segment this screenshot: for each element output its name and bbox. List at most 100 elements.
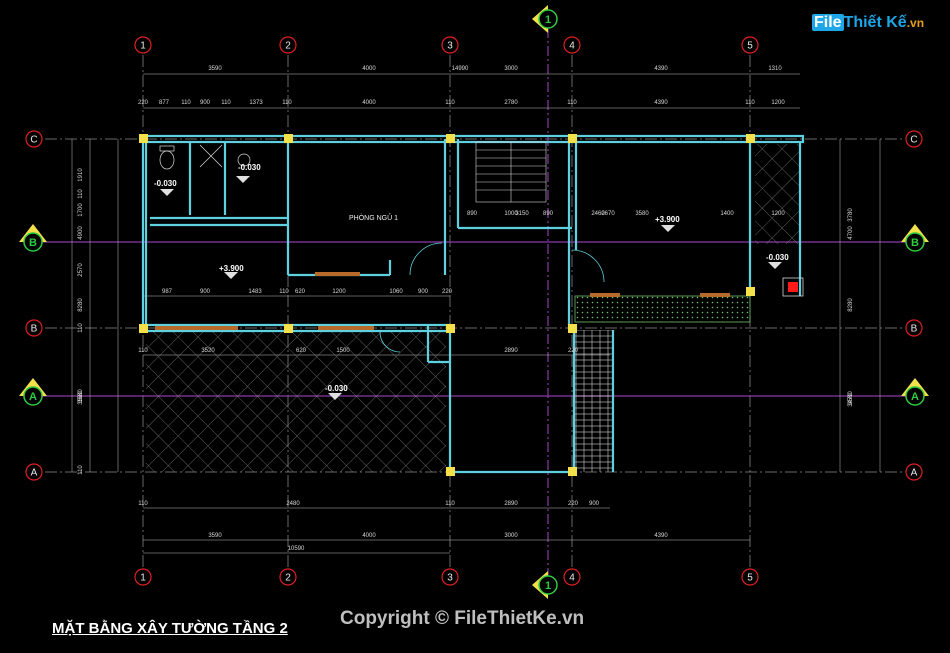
column-bubble bbox=[741, 36, 759, 54]
row-bubble bbox=[25, 319, 43, 337]
dimension-value: 1500 bbox=[336, 348, 350, 354]
dimension-value: 1060 bbox=[389, 289, 403, 295]
dimension-value: 3580 bbox=[635, 211, 649, 217]
dimension-value: 110 bbox=[181, 100, 191, 106]
dimension-value: 2570 bbox=[78, 263, 84, 277]
stair-tile-area bbox=[575, 330, 613, 472]
section-bubble bbox=[23, 232, 43, 252]
column-label: 3 bbox=[447, 573, 453, 584]
column-bubbles-bottom: 1 2 3 4 5 bbox=[134, 568, 759, 586]
grid-lines bbox=[45, 55, 905, 568]
level-value: +3.900 bbox=[219, 264, 244, 273]
dimension-lines bbox=[71, 73, 881, 554]
column-label: 4 bbox=[569, 573, 575, 584]
dimension-value: 1310 bbox=[768, 66, 782, 72]
dimension-value: 900 bbox=[589, 501, 600, 507]
level-value: -0.030 bbox=[325, 384, 348, 393]
level-value: -0.030 bbox=[154, 179, 177, 188]
dimension-value: 620 bbox=[295, 289, 306, 295]
level-value: +3.900 bbox=[655, 215, 680, 224]
column-bubble bbox=[279, 568, 297, 586]
row-bubbles-left: CBA bbox=[25, 130, 43, 481]
dimension-value: 4390 bbox=[654, 100, 668, 106]
dimension-value: 1910 bbox=[78, 168, 84, 182]
row-bubbles-right: C B A bbox=[905, 130, 923, 481]
dimension-value: 110 bbox=[445, 100, 455, 106]
planter-area bbox=[574, 295, 751, 323]
drawing-title: MẶT BẰNG XÂY TƯỜNG TẦNG 2 bbox=[52, 620, 288, 637]
dimension-value: 877 bbox=[159, 100, 170, 106]
logo-brand: File bbox=[812, 14, 844, 31]
column-bubble bbox=[134, 568, 152, 586]
dimension-value: 1483 bbox=[248, 289, 262, 295]
balcony-hatch bbox=[755, 144, 799, 244]
copyright-watermark: Copyright © FileThietKe.vn bbox=[340, 608, 585, 629]
dimension-value: 4700 bbox=[848, 226, 854, 240]
dimension-value: 900 bbox=[200, 289, 211, 295]
column-bubble bbox=[134, 36, 152, 54]
staircase bbox=[475, 141, 547, 203]
column-label: 3 bbox=[447, 41, 453, 52]
section-label: 1 bbox=[545, 14, 551, 26]
doors bbox=[379, 242, 605, 353]
dimension-value: 3580 bbox=[78, 389, 84, 403]
row-label: C bbox=[30, 135, 37, 146]
dimension-value: 3590 bbox=[208, 66, 222, 72]
dimension-value: 890 bbox=[467, 211, 478, 217]
dimension-value: 220 bbox=[568, 348, 579, 354]
column-label: 1 bbox=[140, 573, 146, 584]
row-label: A bbox=[911, 468, 918, 479]
dimension-value: 900 bbox=[200, 100, 211, 106]
dimension-value: 14990 bbox=[452, 66, 469, 72]
section-label: A bbox=[29, 391, 37, 403]
section-bubble bbox=[538, 9, 558, 29]
dimension-value: 4000 bbox=[362, 100, 376, 106]
column-bubble bbox=[441, 36, 459, 54]
row-label: C bbox=[910, 135, 917, 146]
row-bubble bbox=[905, 319, 923, 337]
row-bubble bbox=[25, 463, 43, 481]
dimension-value: 4000 bbox=[362, 66, 376, 72]
dimension-value: 2780 bbox=[504, 100, 518, 106]
dimension-value: 620 bbox=[296, 348, 307, 354]
dimension-value: 110 bbox=[78, 323, 84, 333]
dimension-value: 3470 bbox=[848, 393, 854, 407]
dimension-value: 3580 bbox=[78, 391, 84, 405]
dimension-value: 110 bbox=[279, 289, 289, 295]
level-texts: -0.030-0.030+3.900+3.900-0.030-0.030 bbox=[154, 163, 789, 393]
dimension-value: 220 bbox=[138, 100, 149, 106]
room-label: PHÒNG NGỦ 1 bbox=[349, 213, 398, 222]
logo-ext: .vn bbox=[906, 16, 925, 30]
dimension-value: 3580 bbox=[848, 391, 854, 405]
column-label: 5 bbox=[747, 41, 753, 52]
dimension-value: 110 bbox=[78, 465, 84, 475]
section-label: B bbox=[911, 237, 919, 249]
dimension-value: 890 bbox=[543, 211, 554, 217]
dimension-value: 110 bbox=[445, 501, 455, 507]
column-bubble bbox=[441, 568, 459, 586]
column-bubble bbox=[563, 568, 581, 586]
row-bubble bbox=[25, 130, 43, 148]
column-label: 2 bbox=[285, 573, 291, 584]
section-bubble bbox=[23, 386, 43, 406]
column-label: 1 bbox=[140, 41, 146, 52]
dimension-value: 110 bbox=[78, 189, 84, 199]
level-value: -0.030 bbox=[766, 253, 789, 262]
level-markers bbox=[160, 176, 782, 400]
section-label: 1 bbox=[545, 580, 551, 592]
column-label: 4 bbox=[569, 41, 575, 52]
dimension-total: 10590 bbox=[288, 546, 305, 552]
column-bubble bbox=[279, 36, 297, 54]
columns bbox=[139, 134, 755, 476]
terrace-hatch bbox=[146, 330, 446, 472]
column-label: 5 bbox=[747, 573, 753, 584]
logo-name: Thiết Kế bbox=[843, 14, 907, 31]
dimension-value: 3520 bbox=[201, 348, 215, 354]
dimension-value: 1373 bbox=[249, 100, 263, 106]
dimension-value: 4390 bbox=[654, 533, 668, 539]
toilet-fixtures bbox=[159, 144, 251, 170]
dimension-value: 2480 bbox=[286, 501, 300, 507]
dimension-value: 2890 bbox=[504, 348, 518, 354]
